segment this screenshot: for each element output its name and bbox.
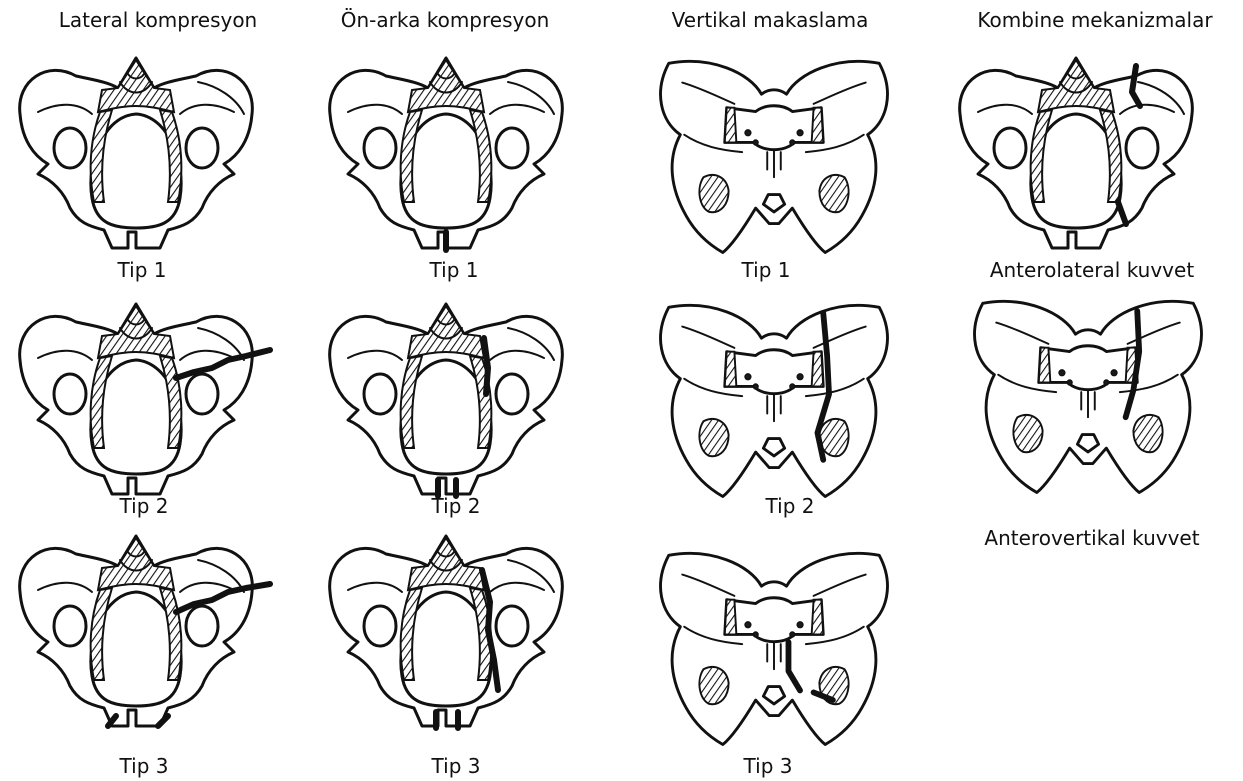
figure-caption: Anterovertikal kuvvet: [984, 526, 1199, 550]
pelvis-diagram-ap-compression-type-3: [318, 530, 574, 730]
pelvis-diagram-ap-compression-type-2: [318, 298, 574, 498]
pelvis-diagram-anterovertical-force: [948, 290, 1228, 500]
pelvis-diagram-lateral-compression-type-2: [8, 298, 264, 498]
figure-caption: Tip 1: [430, 258, 479, 282]
figure-caption: Anterolateral kuvvet: [990, 258, 1194, 282]
figure-caption: Tip 2: [120, 494, 169, 518]
pelvis-diagram-vertical-shear-type-3: [634, 542, 914, 752]
pelvis-diagram-lateral-compression-type-3: [8, 530, 264, 730]
figure-caption: Tip 1: [118, 258, 167, 282]
pelvis-diagram-ap-compression-type-1: [318, 52, 574, 252]
pelvis-diagram-anterolateral-force: [948, 52, 1204, 252]
pelvis-diagram-vertical-shear-type-1: [634, 50, 914, 260]
figure-caption: Tip 3: [744, 754, 793, 778]
figure-caption: Tip 2: [432, 494, 481, 518]
pelvis-diagram-lateral-compression-type-1: [8, 52, 264, 252]
figure-caption: Tip 3: [432, 754, 481, 778]
figure-caption: Tip 2: [766, 494, 815, 518]
figure-caption: Tip 1: [742, 258, 791, 282]
column-title-lateral-compression: Lateral kompresyon: [59, 8, 257, 32]
figure-caption: Tip 3: [120, 754, 169, 778]
column-title-anteroposterior-compression: Ön-arka kompresyon: [341, 8, 550, 32]
pelvis-diagram-vertical-shear-type-2: [634, 294, 914, 504]
column-title-combined-mechanisms: Kombine mekanizmalar: [977, 8, 1212, 32]
column-title-vertical-shear: Vertikal makaslama: [672, 8, 869, 32]
